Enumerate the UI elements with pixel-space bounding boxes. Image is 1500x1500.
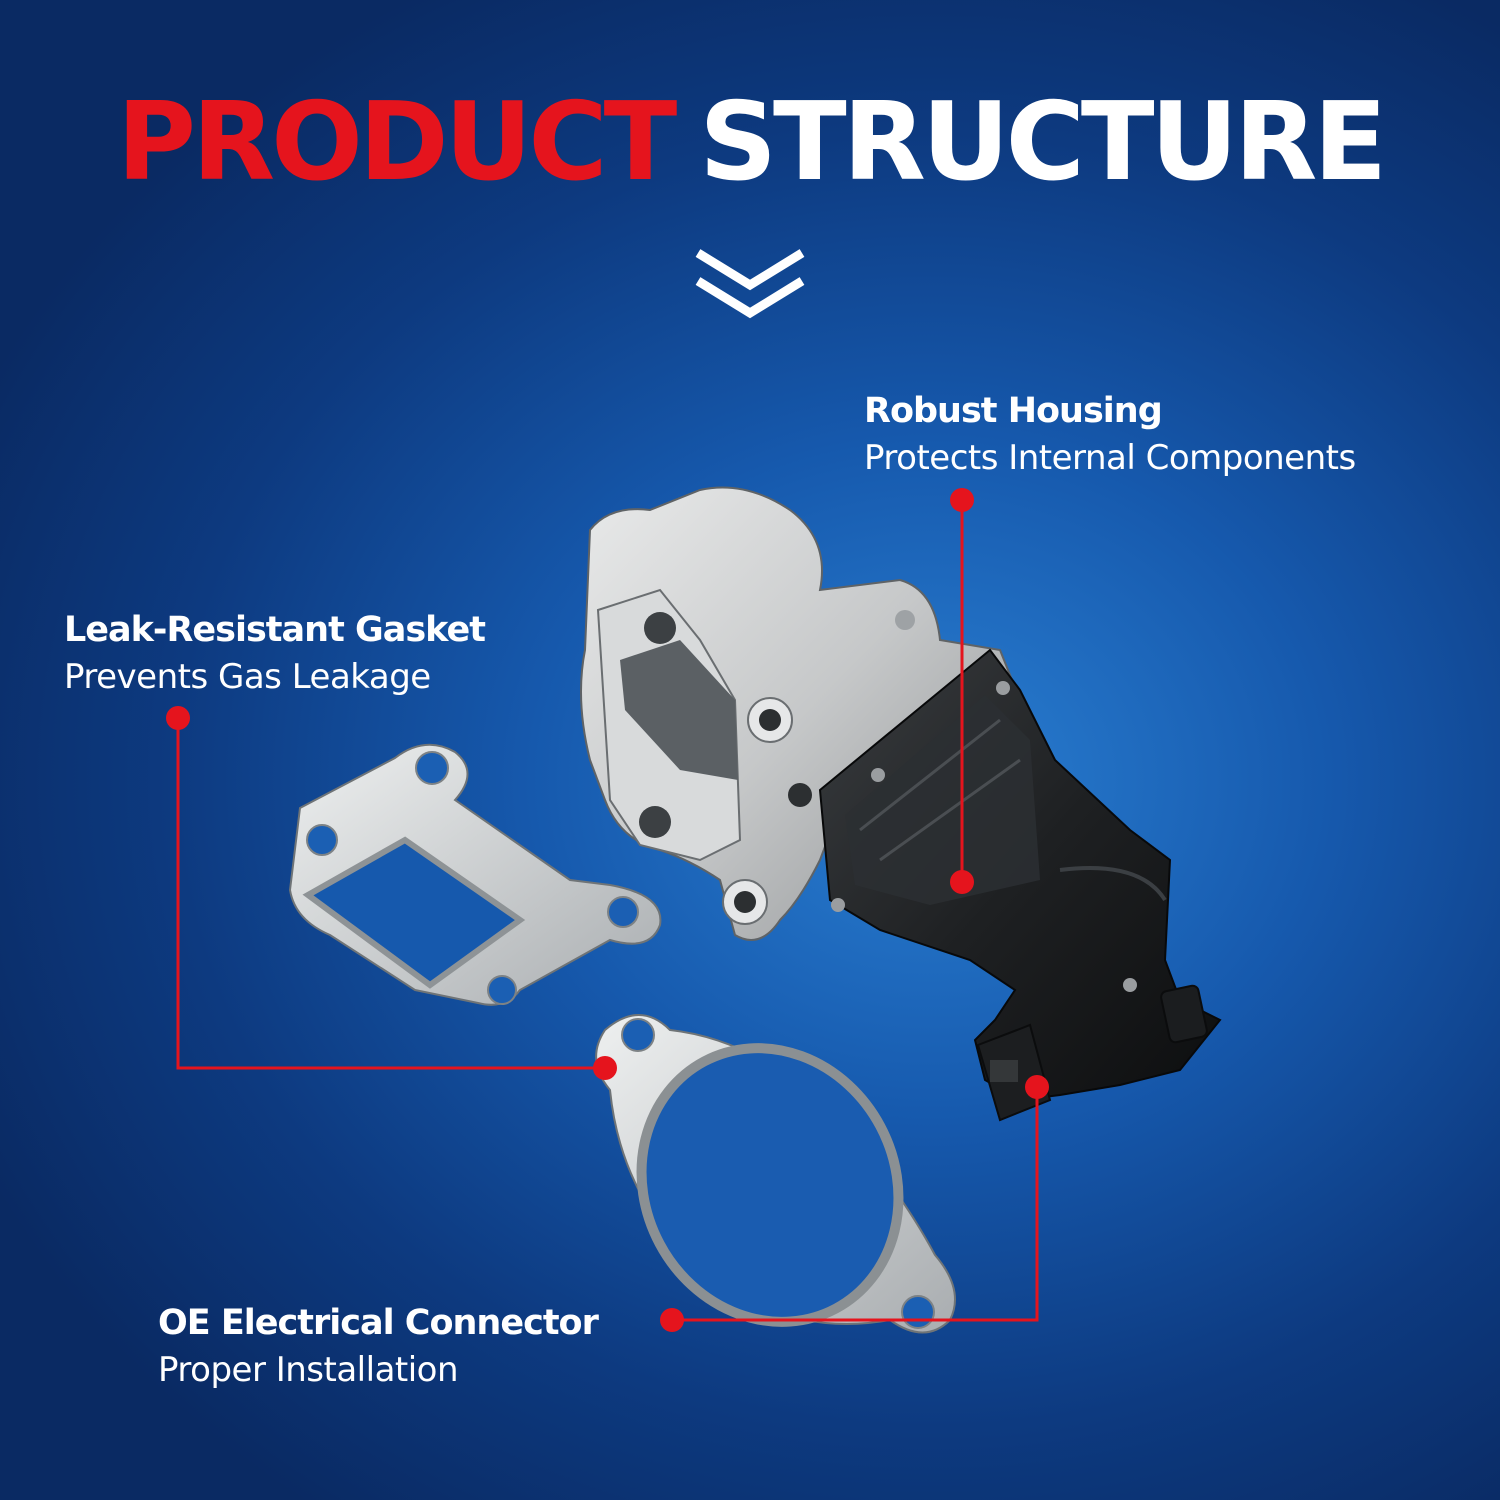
callout-robust-housing: Robust Housing Protects Internal Compone…: [864, 388, 1356, 482]
gasket-target-dot: [593, 1056, 617, 1080]
callout-title: OE Electrical Connector: [158, 1303, 599, 1343]
square-gasket: [288, 743, 662, 1006]
callout-dots: [166, 488, 1049, 1332]
housing-top-dot: [950, 488, 974, 512]
housing-target-dot: [950, 870, 974, 894]
callout-lines: [176, 500, 1039, 1322]
callout-title: Robust Housing: [864, 391, 1163, 431]
callout-subtitle: Prevents Gas Leakage: [64, 657, 431, 697]
callout-leak-resistant-gasket: Leak-Resistant Gasket Prevents Gas Leaka…: [64, 607, 486, 701]
callout-oe-electrical-connector: OE Electrical Connector Proper Installat…: [158, 1300, 599, 1394]
actuator-housing: [818, 648, 1222, 1122]
callout-title: Leak-Resistant Gasket: [64, 610, 486, 650]
double-chevron-down-icon: [695, 249, 805, 319]
connector-target-dot: [1025, 1075, 1049, 1099]
title-rest: STRUCTURE: [699, 80, 1387, 205]
gasket-top-dot: [166, 706, 190, 730]
connector-label-dot: [660, 1308, 684, 1332]
round-gasket: [595, 1014, 956, 1334]
valve-housing: [580, 486, 1022, 941]
callout-subtitle: Proper Installation: [158, 1350, 459, 1390]
callout-subtitle: Protects Internal Components: [864, 438, 1356, 478]
title-highlight: PRODUCT: [116, 80, 677, 205]
